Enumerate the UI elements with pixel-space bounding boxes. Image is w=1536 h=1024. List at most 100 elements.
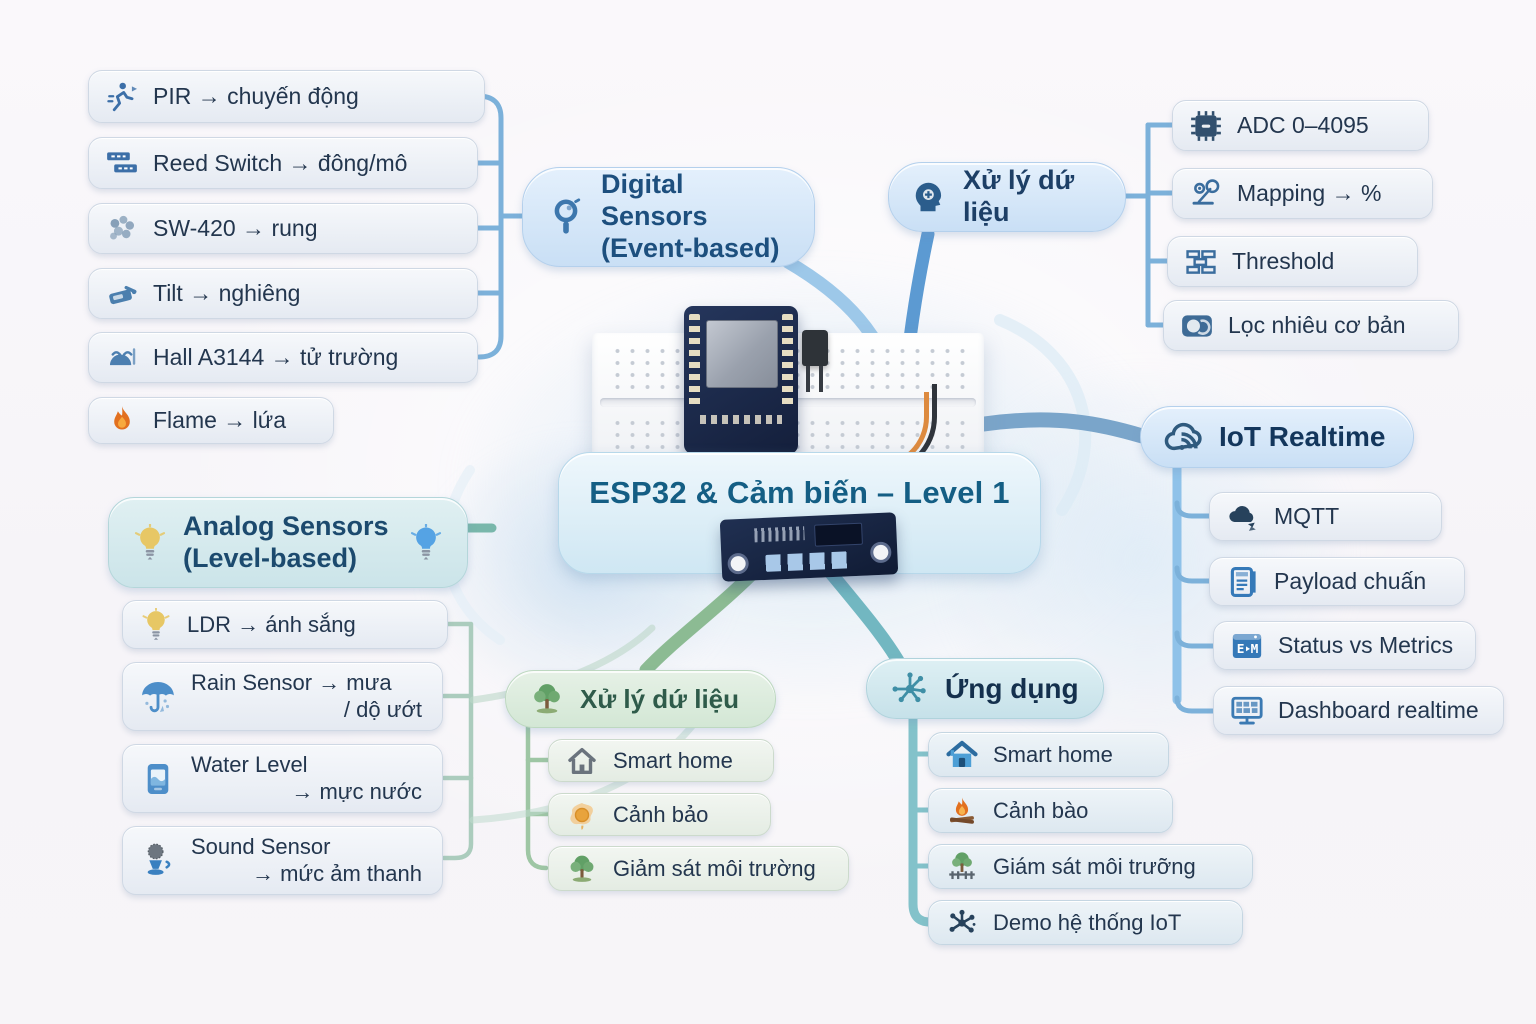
item-basic-filtering: Lọc nhiêu cơ bản [1163, 300, 1459, 351]
item-status-vs-metrics: Status vs Metrics [1213, 621, 1476, 670]
item-label: Cảnh bảo [613, 801, 709, 827]
branch-data-processing-bottom: Xử lý dứ liệu [505, 670, 776, 728]
item-pir: PIR → chuyến động [88, 70, 485, 123]
branch-label: IoT Realtime [1219, 421, 1386, 453]
bulb-blue-icon [407, 524, 445, 562]
branch-label: Xử lý dứ liệu [580, 683, 740, 714]
item-label: Giảm sát môi trường [613, 855, 816, 881]
chip-icon [1189, 109, 1223, 143]
house-outline-icon [565, 744, 599, 778]
item-label: Cảnh bào [993, 797, 1089, 823]
item-threshold: Threshold [1167, 236, 1418, 287]
water-level-icon [139, 760, 177, 798]
esp32-pins [689, 314, 700, 410]
item-rain-sensor: Rain Sensor → mưa / dộ ướt [122, 662, 443, 731]
item-reed-switch: Reed Switch → đông/mô [88, 137, 478, 189]
magnet-field-icon [105, 341, 139, 375]
item-mqtt: MQTT [1209, 492, 1442, 541]
branch-iot-realtime: IoT Realtime [1140, 406, 1414, 468]
cloud-sync-icon [1226, 500, 1260, 534]
item-label: Lọc nhiêu cơ bản [1228, 312, 1406, 338]
rain-umbrella-icon [139, 678, 177, 716]
item-canh-bao-app: Cảnh bào [928, 788, 1173, 833]
item-payload: Payload chuấn [1209, 557, 1465, 606]
item-label: SW-420 → rung [153, 215, 318, 241]
house-blue-icon [945, 738, 979, 772]
item-dashboard-realtime: Dashboard realtime [1213, 686, 1504, 735]
item-tilt: Tilt → nghiêng [88, 268, 478, 319]
document-icon [1226, 565, 1260, 599]
status-window-icon [1230, 629, 1264, 663]
item-canh-bao-green: Cảnh bảo [548, 793, 771, 836]
sensor-module-image [719, 512, 899, 582]
running-person-icon [105, 80, 139, 114]
filter-lens-icon [1180, 309, 1214, 343]
item-giam-sat-app: Giám sát môi trưỡng [928, 844, 1253, 889]
network-hub-icon [889, 668, 931, 710]
microphone-icon [139, 842, 177, 880]
item-smart-home-green: Smart home [548, 739, 774, 782]
module-chip [814, 522, 863, 547]
network-nodes-icon [945, 906, 979, 940]
reed-switch-icon [105, 146, 139, 180]
tilt-device-icon [105, 277, 139, 311]
branch-applications: Ứng dụng [866, 658, 1104, 719]
module-pads [754, 526, 805, 543]
esp32-pads [700, 415, 782, 424]
item-giam-sat-green: Giảm sát môi trường [548, 846, 849, 891]
item-label: Dashboard realtime [1278, 697, 1479, 723]
tree-icon [528, 680, 566, 718]
module-cells [765, 551, 852, 572]
item-mapping: Mapping → % [1172, 168, 1433, 219]
item-sound-sensor: Sound Sensor → mức ảm thanh [122, 826, 443, 895]
campfire-icon [945, 794, 979, 828]
branch-label: Digital Sensors(Event-based) [601, 169, 780, 263]
bulb-yellow-icon [139, 608, 173, 642]
branch-digital-sensors: Digital Sensors(Event-based) [522, 167, 815, 267]
item-label: Mapping → % [1237, 180, 1382, 206]
branch-analog-sensors: Analog Sensors(Level-based) [108, 497, 468, 588]
branch-label: Xử lý dứ liệu [963, 165, 1075, 227]
esp32-shield [706, 320, 778, 388]
item-label: MQTT [1274, 503, 1340, 529]
item-water-level: Water Level → mực nước [122, 744, 443, 813]
item-label: LDR → ánh sắng [187, 611, 356, 637]
dashboard-monitor-icon [1230, 694, 1264, 728]
item-label: Water Level → mực nước [191, 751, 422, 804]
item-label: Threshold [1232, 248, 1335, 274]
item-label: Tilt → nghiêng [153, 280, 301, 306]
tree-icon [565, 852, 599, 886]
item-label: PIR → chuyến động [153, 83, 359, 109]
item-sw420: SW-420 → rung [88, 203, 478, 254]
item-label: Reed Switch → đông/mô [153, 149, 408, 176]
item-ldr: LDR → ánh sắng [122, 600, 448, 649]
item-hall: Hall A3144 → tử trường [88, 332, 478, 383]
item-smart-home-app: Smart home [928, 732, 1169, 777]
sun-alert-icon [565, 798, 599, 832]
item-flame: Flame → lứa [88, 397, 334, 444]
vibration-cluster-icon [105, 212, 139, 246]
branch-label: Ứng dụng [945, 672, 1079, 704]
cloud-wifi-icon [1163, 416, 1205, 458]
item-label: Sound Sensor → mức ảm thanh [191, 833, 422, 886]
item-label: Flame → lứa [153, 407, 286, 433]
esp32-module-image [684, 306, 798, 463]
item-label: Rain Sensor → mưa / dộ ướt [191, 669, 422, 722]
item-label: Smart home [993, 741, 1113, 767]
module-hole [727, 552, 750, 575]
item-label: Payload chuấn [1274, 568, 1427, 594]
tree-fence-icon [945, 850, 979, 884]
branch-label: Analog Sensors(Level-based) [183, 510, 389, 573]
item-label: Demo hệ thống IoT [993, 909, 1182, 935]
center-title: ESP32 & Cảm biến – Level 1 [589, 475, 1010, 510]
esp32-pins [782, 314, 793, 410]
item-label: Smart home [613, 747, 733, 773]
transistor-component [802, 330, 828, 392]
item-label: Hall A3144 → tử trường [153, 344, 399, 370]
flame-icon [105, 404, 139, 438]
branch-data-processing-top: Xử lý dứ liệu [888, 162, 1126, 232]
bulb-yellow-icon [131, 524, 169, 562]
item-label: Status vs Metrics [1278, 632, 1454, 658]
sensor-probe-icon [545, 196, 587, 238]
